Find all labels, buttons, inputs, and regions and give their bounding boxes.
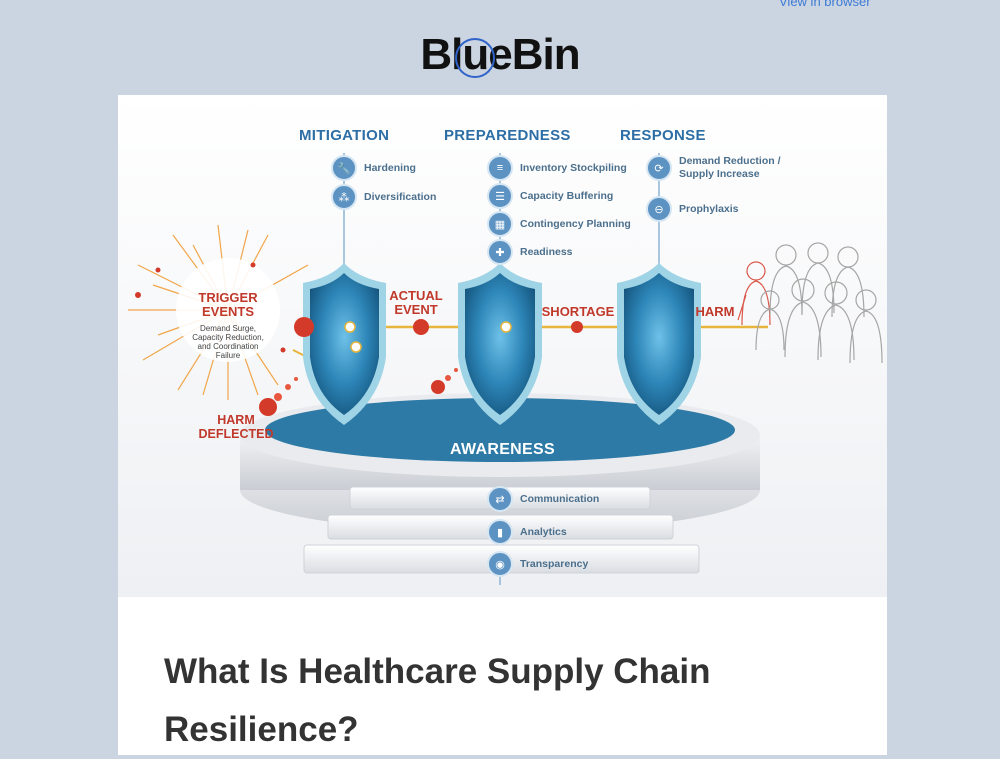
harm-label: HARM [695,304,735,319]
building-icon: ▦ [487,211,513,237]
trigger-detail4: Failure [215,351,241,360]
pill-icon: ⊖ [646,196,672,222]
preparedness-item-inventory: ≡ Inventory Stockpiling [487,155,627,181]
wrench-icon: 🔧 [331,155,357,181]
shortage-label: SHORTAGE [541,304,615,319]
trigger-detail2: Capacity Reduction, [192,333,264,342]
item-label: Diversification [364,190,437,203]
item-label: Contingency Planning [520,217,631,230]
awareness-label: AWARENESS [450,441,555,458]
threat-ball-icon [571,321,583,333]
harm-deflected-label: HARM DEFLECTED [192,413,280,441]
item-label: Inventory Stockpiling [520,161,627,174]
eye-icon: ◉ [487,551,513,577]
preparedness-shield-icon [458,263,542,425]
response-heading: RESPONSE [620,127,706,144]
preparedness-item-contingency: ▦ Contingency Planning [487,211,631,237]
item-label: Transparency [520,557,589,570]
bar-chart-icon: ▮ [487,519,513,545]
database-icon: ☰ [487,183,513,209]
item-label: Capacity Buffering [520,189,614,202]
item-label: Prophylaxis [679,202,739,215]
item-label: Analytics [520,525,567,538]
preparedness-item-readiness: ✚ Readiness [487,239,573,265]
step-item-transparency: ◉ Transparency [487,551,588,577]
trigger-events-label: TRIGGER EVENTS [168,291,288,319]
item-label: Demand Reduction / Supply Increase [679,155,781,181]
layers-icon: ≡ [487,155,513,181]
item-label: Communication [520,492,600,505]
mitigation-item-hardening: 🔧 Hardening [331,155,416,181]
resilience-infographic: MITIGATION PREPAREDNESS RESPONSE 🔧 Harde… [118,95,887,597]
trigger-line1: TRIGGER [198,290,258,305]
trigger-detail1: Demand Surge, [199,324,257,333]
preparedness-heading: PREPAREDNESS [444,127,571,144]
deflected-line1: HARM [217,413,255,427]
people-crowd-icon [737,242,883,364]
actual-event-label: ACTUAL EVENT [380,289,452,317]
trigger-details: Demand Surge, Capacity Reduction, and Co… [158,324,298,360]
preparedness-item-capacity: ☰ Capacity Buffering [487,183,613,209]
handshake-icon: ⇄ [487,486,513,512]
deflected-ball-icon [431,380,445,394]
trigger-detail3: and Coordination [197,342,259,351]
item-label: Hardening [364,161,416,174]
response-shield-icon [617,263,701,425]
circle-arrows-icon: ⟳ [646,155,672,181]
logo-ring-icon [455,38,496,78]
actual-line2: EVENT [394,302,438,317]
actual-line1: ACTUAL [389,288,443,303]
mitigation-item-diversification: ⁂ Diversification [331,184,436,210]
deflected-line2: DEFLECTED [198,427,274,441]
awareness-platform [265,398,735,462]
mitigation-heading: MITIGATION [299,127,390,144]
view-in-browser-link[interactable]: View in browser [779,0,871,9]
first-aid-icon: ✚ [487,239,513,265]
step-item-analytics: ▮ Analytics [487,519,567,545]
item-label: Readiness [520,245,573,258]
network-icon: ⁂ [331,184,357,210]
response-item-demand: ⟳ Demand Reduction / Supply Increase [646,155,781,181]
email-card: MITIGATION PREPAREDNESS RESPONSE 🔧 Harde… [118,95,887,755]
threat-ball-icon [294,317,314,337]
article-title: What Is Healthcare Supply Chain Resilien… [164,652,711,749]
trigger-line2: EVENTS [201,304,254,319]
mitigation-shield-icon [303,263,386,425]
item-label-line2: Supply Increase [679,168,760,180]
item-label-line1: Demand Reduction / [679,155,781,167]
threat-ball-icon [413,319,429,335]
step-item-communication: ⇄ Communication [487,486,599,512]
response-item-prophylaxis: ⊖ Prophylaxis [646,196,739,222]
deflected-ball-icon [259,398,277,416]
